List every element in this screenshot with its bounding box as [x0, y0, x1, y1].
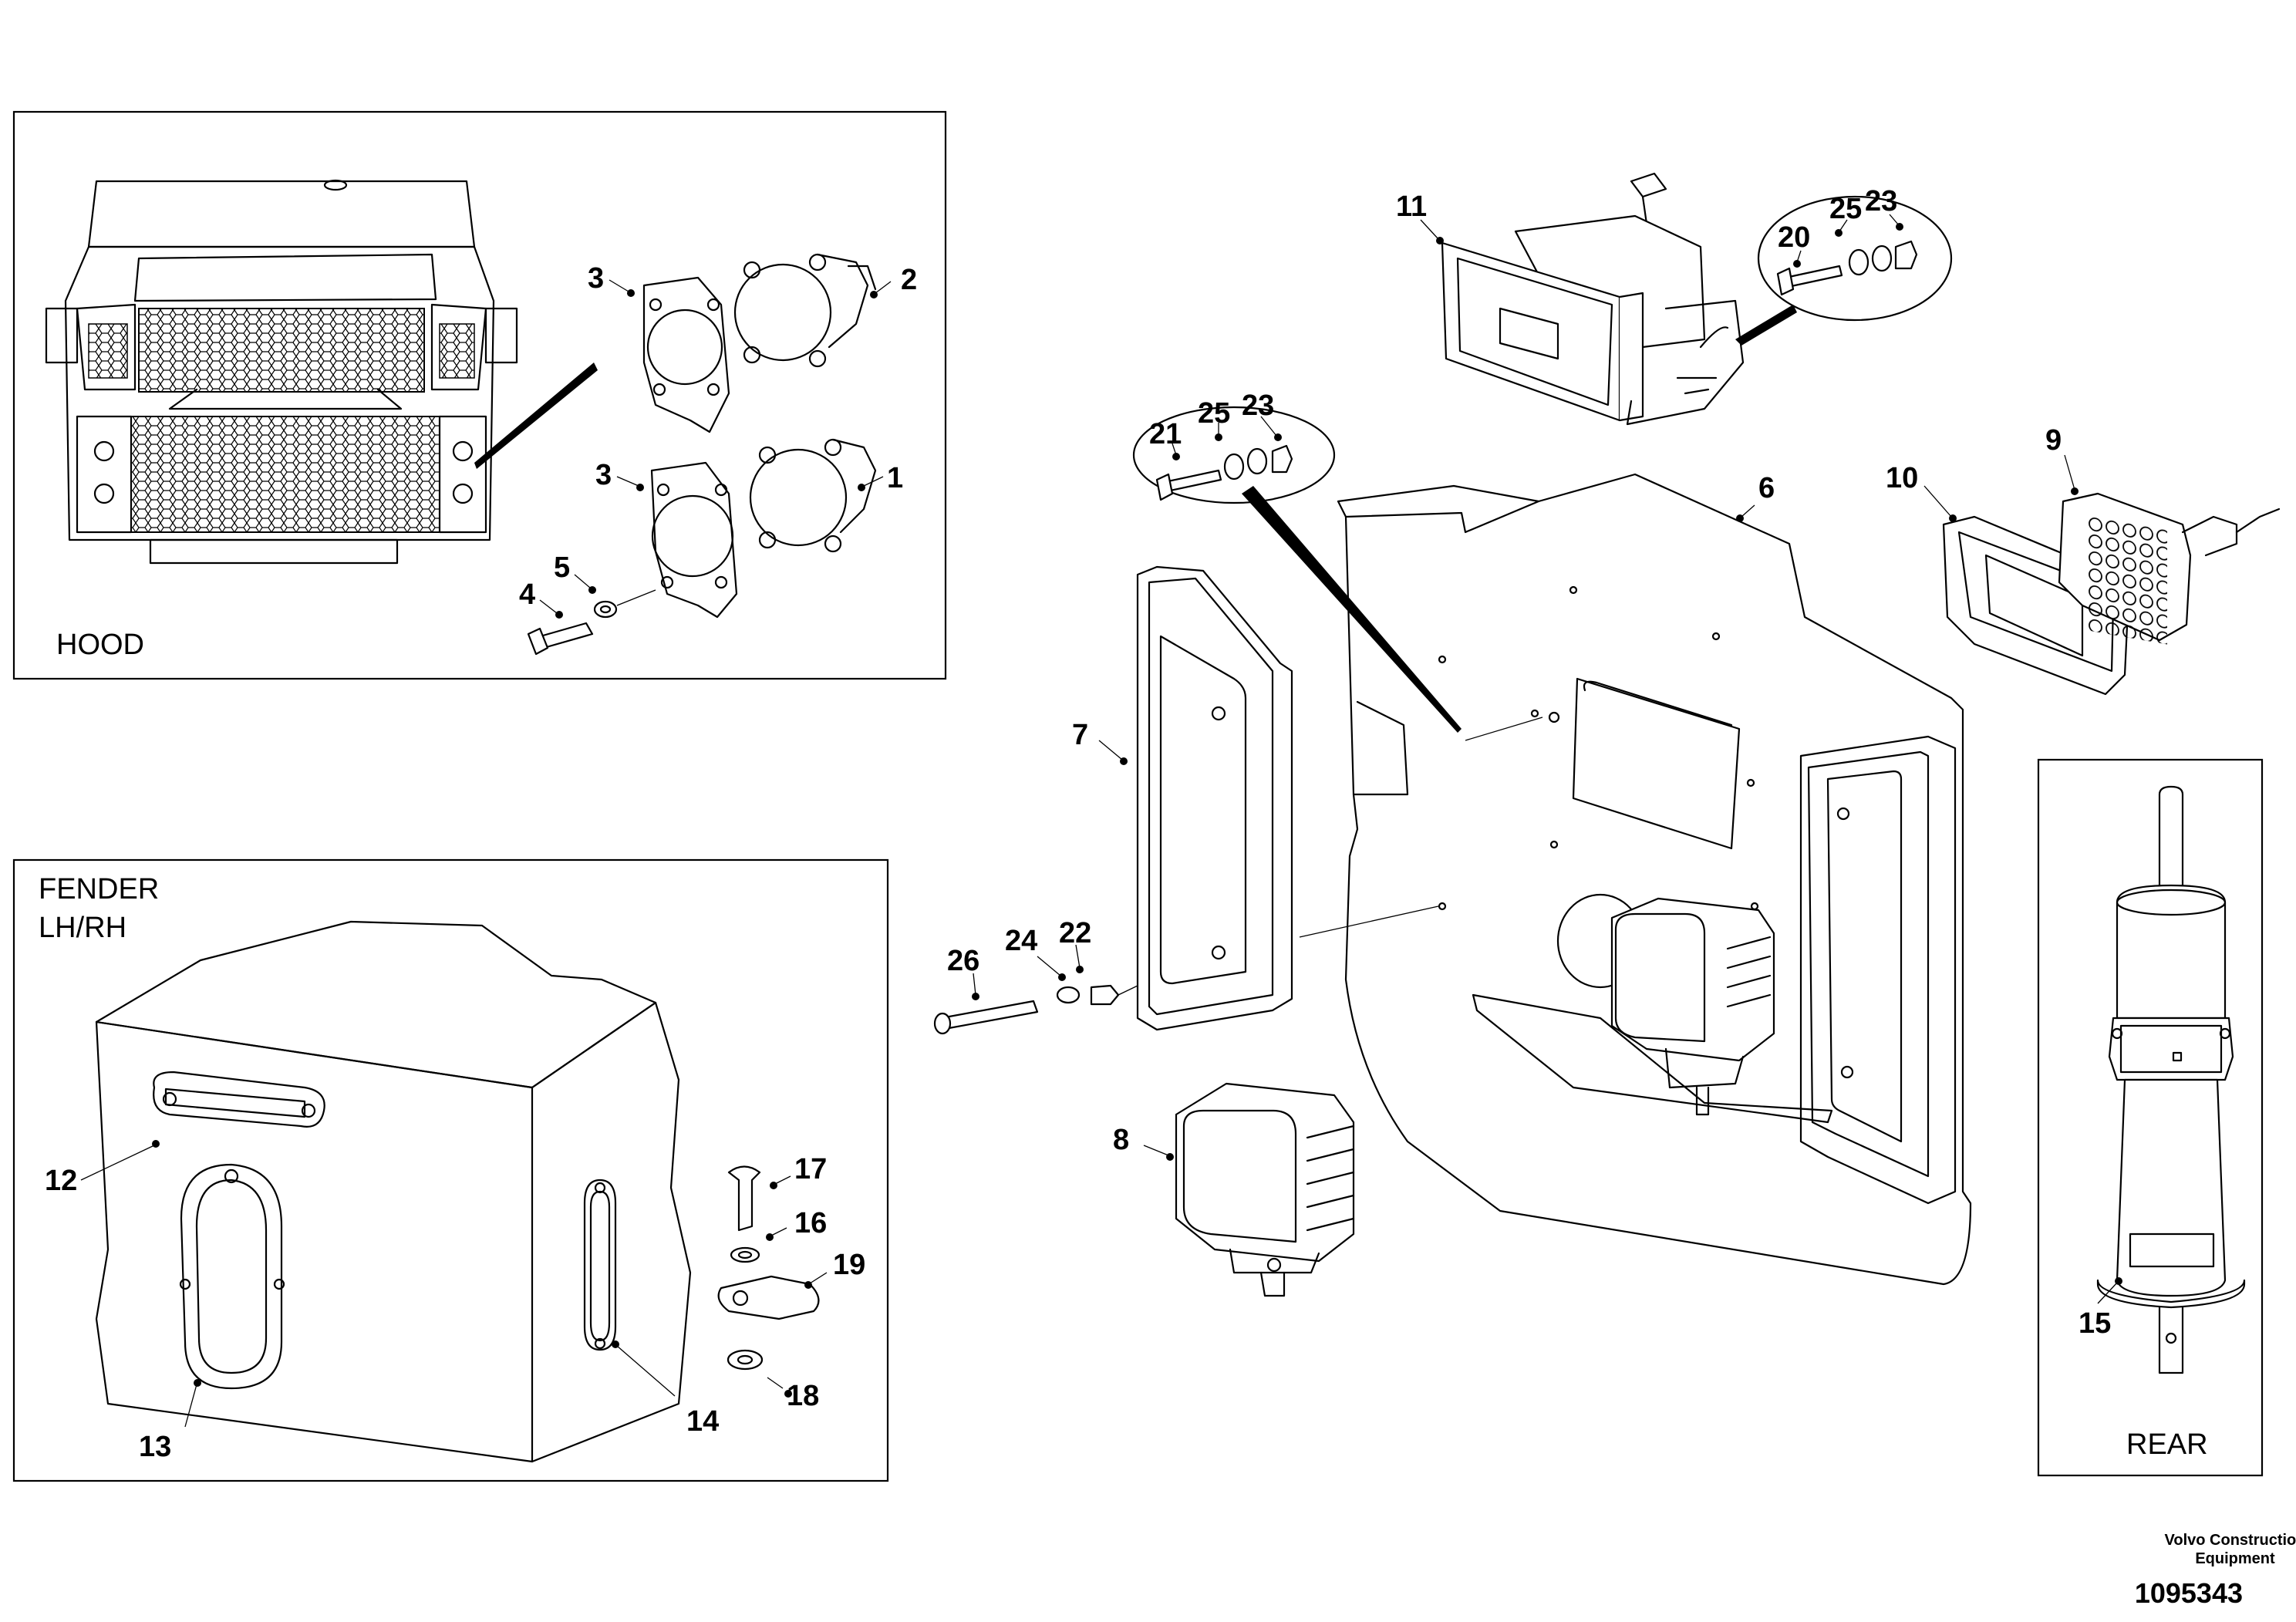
callout-10: 10 [1886, 462, 1918, 494]
fender-panel: FENDER LH/RH 12 [12, 858, 889, 1482]
callout-9: 9 [2045, 424, 2062, 457]
callout-3-lower: 3 [595, 459, 612, 491]
fastener-bubble-right [1735, 195, 1953, 346]
hood-drawing [45, 179, 598, 565]
hood-label: HOOD [56, 629, 144, 661]
hood-lamp-upper [642, 253, 877, 433]
callout-26: 26 [947, 945, 979, 977]
company-name-line2: Equipment [2195, 1550, 2275, 1567]
callout-15: 15 [2079, 1307, 2111, 1340]
title-block: Volvo Construction Equipment 1095343 [2135, 1532, 2296, 1609]
callout-8: 8 [1113, 1124, 1129, 1156]
callout-23-left: 23 [1242, 389, 1274, 422]
fender-box [95, 920, 692, 1463]
callout-2: 2 [901, 264, 917, 296]
callout-18: 18 [787, 1380, 819, 1412]
callout-20: 20 [1778, 221, 1810, 254]
callout-13: 13 [139, 1431, 171, 1463]
lamp-9-frame-10 [1942, 492, 2281, 696]
hood-panel: HOOD [12, 110, 947, 680]
side-lamp-7 [1136, 565, 1293, 1031]
callout-4: 4 [519, 578, 535, 611]
fender-label-line1: FENDER [39, 873, 159, 905]
fastener-group-lower [933, 984, 1138, 1035]
callout-3-upper: 3 [588, 262, 604, 295]
rear-label: REAR [2126, 1428, 2208, 1461]
work-light-8 [1175, 1082, 1355, 1297]
callout-14: 14 [686, 1405, 719, 1438]
callout-23-right: 23 [1865, 185, 1897, 218]
horn-11 [1441, 172, 1745, 426]
callout-12: 12 [45, 1165, 77, 1197]
company-name-line1: Volvo Construction [2165, 1532, 2296, 1549]
main-callouts: 11 20 25 23 21 25 23 6 9 10 7 22 24 26 8 [947, 185, 2079, 1161]
callout-25-right: 25 [1829, 193, 1862, 225]
callout-11: 11 [1396, 191, 1427, 223]
callout-21: 21 [1149, 418, 1182, 450]
hood-bolt-washer [527, 589, 656, 656]
callout-16: 16 [794, 1207, 827, 1239]
callout-6: 6 [1758, 472, 1775, 504]
fastener-bubble-left [1132, 406, 1336, 504]
drawing-number: 1095343 [2135, 1577, 2243, 1609]
hood-callouts: 2 3 1 3 5 4 [519, 262, 917, 619]
hood-lamp-lower [650, 438, 877, 619]
callout-17: 17 [794, 1153, 827, 1185]
callout-22: 22 [1059, 917, 1091, 949]
rear-panel: REAR 15 [2037, 758, 2264, 1477]
callout-19: 19 [833, 1249, 865, 1281]
callout-25-left: 25 [1198, 397, 1230, 430]
fender-label-line2: LH/RH [39, 912, 126, 944]
fender-callouts: 12 13 14 17 16 19 18 [45, 1140, 865, 1463]
callout-7: 7 [1072, 719, 1088, 751]
main-bracket-assembly [1242, 473, 1972, 1286]
fender-hardware [717, 1165, 820, 1371]
callout-1: 1 [887, 462, 903, 494]
callout-5: 5 [554, 551, 570, 584]
callout-24: 24 [1005, 925, 1037, 957]
rear-light-beacon [2096, 785, 2246, 1374]
